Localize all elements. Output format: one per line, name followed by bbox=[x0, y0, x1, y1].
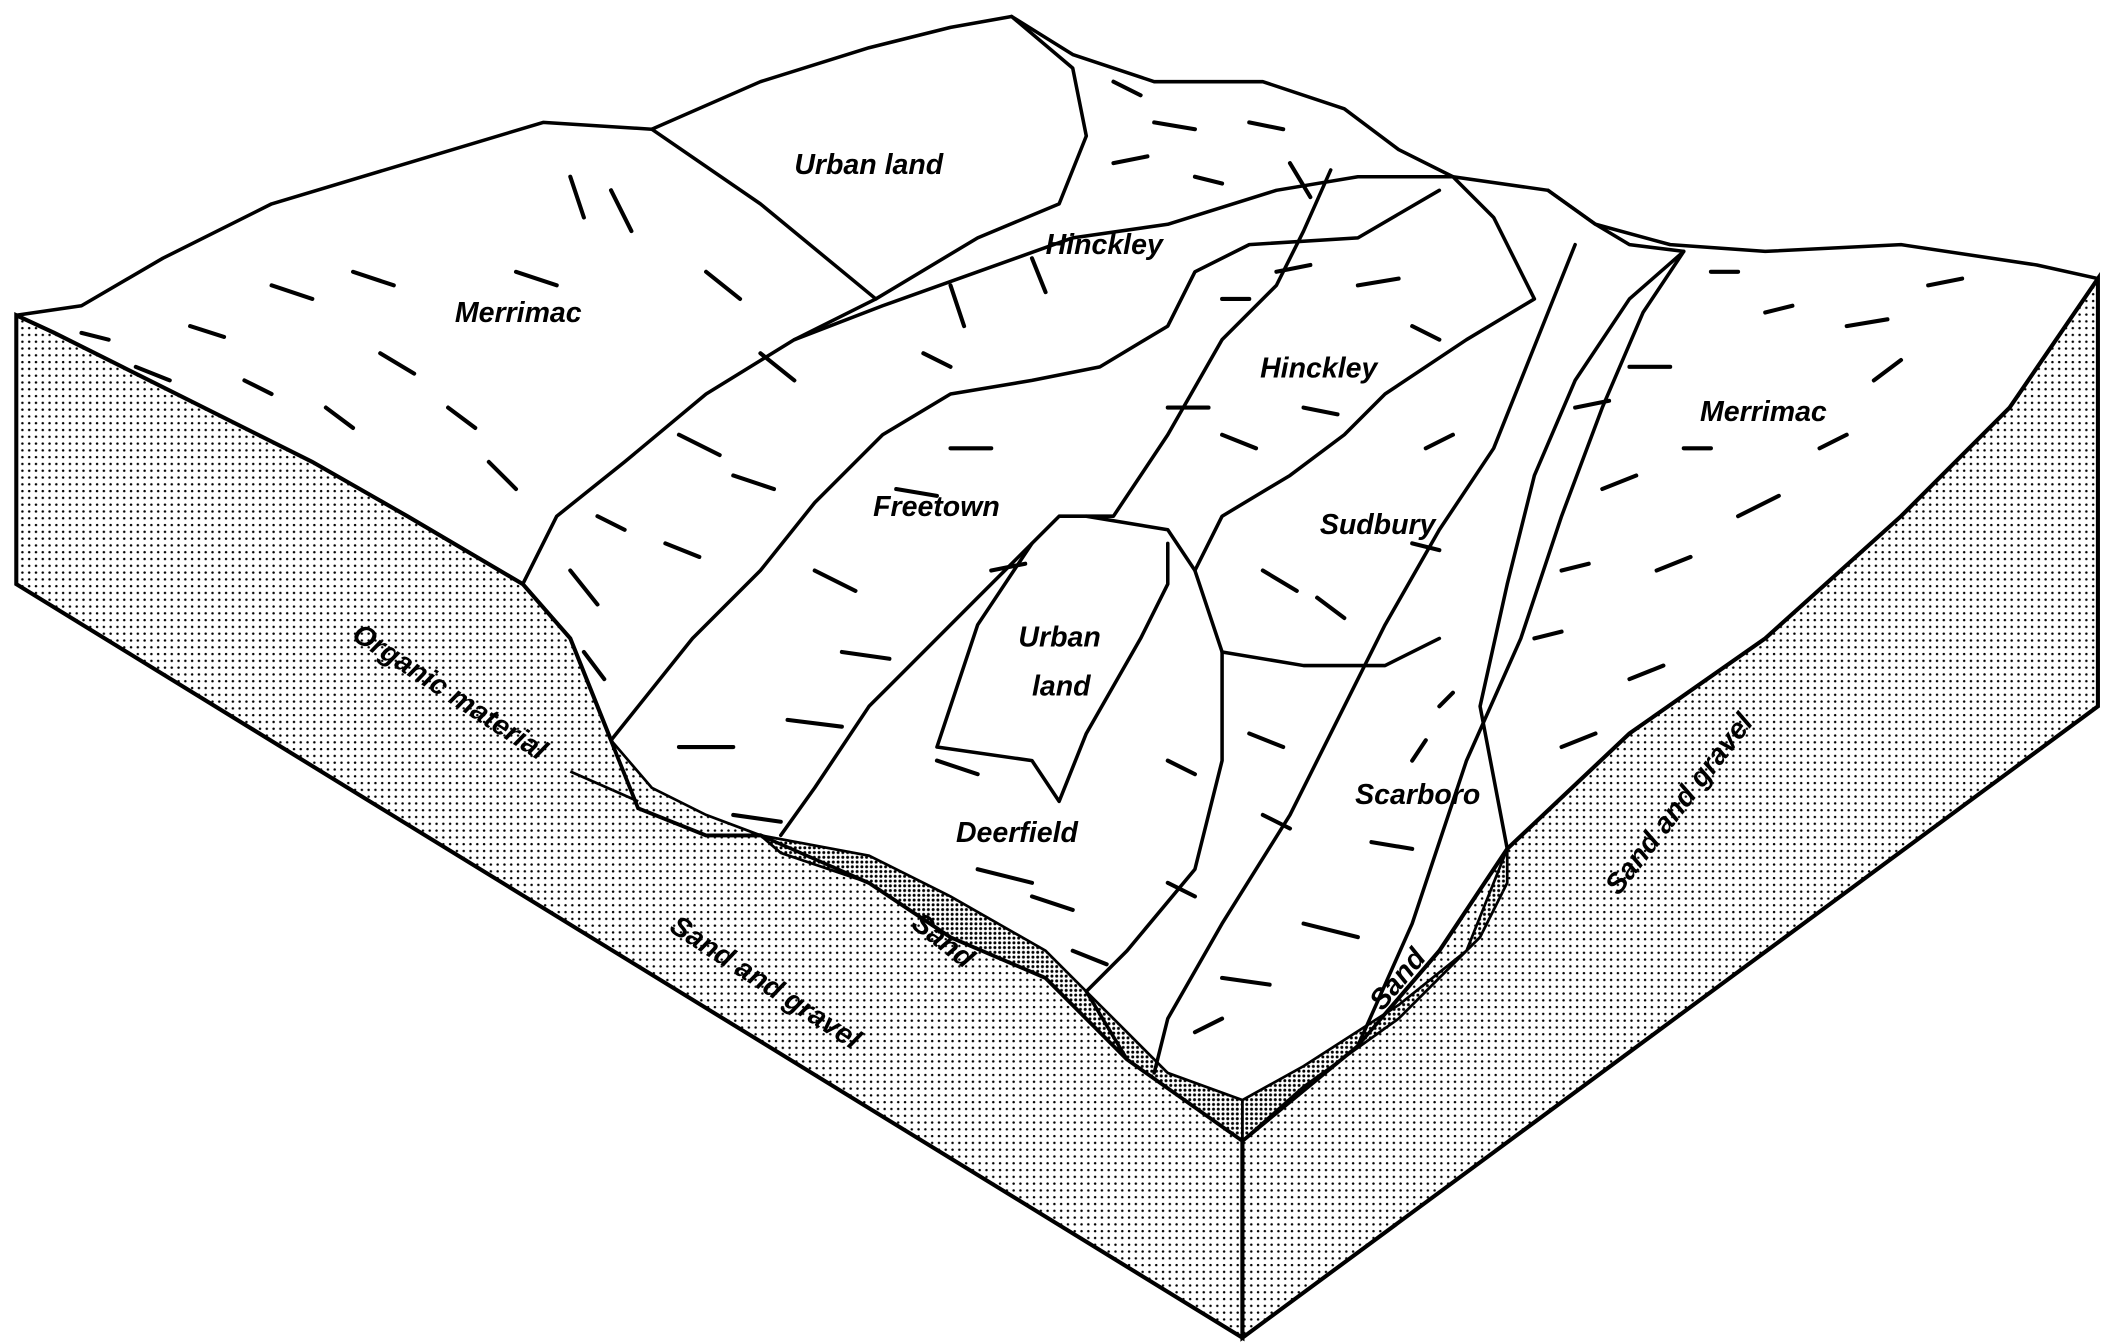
label-scarboro: Scarboro bbox=[1355, 779, 1480, 811]
label-deerfield: Deerfield bbox=[956, 817, 1079, 849]
soil-boundaries bbox=[521, 14, 1686, 1075]
label-hinckley-lower: Hinckley bbox=[1260, 353, 1379, 385]
slope-hachures bbox=[79, 79, 1965, 1035]
label-urban-land-top: Urban land bbox=[794, 149, 943, 181]
label-urban-land-center-1: Urban bbox=[1018, 622, 1100, 654]
label-urban-land-center-2: land bbox=[1032, 670, 1091, 702]
label-freetown: Freetown bbox=[873, 491, 1000, 523]
label-sudbury: Sudbury bbox=[1320, 509, 1438, 541]
label-merrimac-right: Merrimac bbox=[1700, 396, 1827, 428]
top-surface bbox=[14, 14, 2100, 1143]
label-merrimac-left: Merrimac bbox=[455, 297, 582, 329]
label-hinckley-upper: Hinckley bbox=[1046, 229, 1165, 261]
organic-material-leader bbox=[569, 770, 639, 803]
